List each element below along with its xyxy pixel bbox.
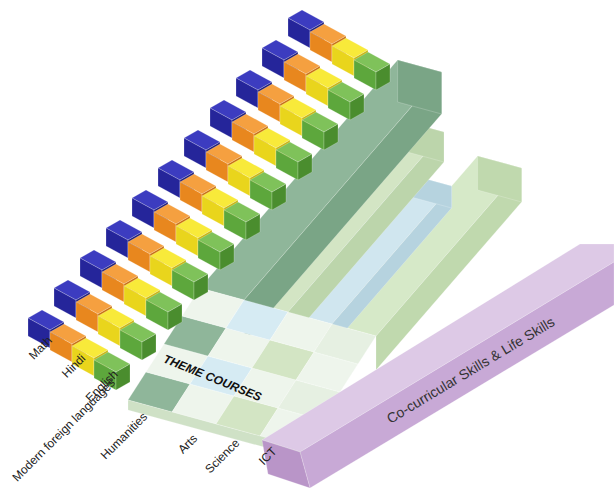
stair-front bbox=[124, 286, 146, 316]
stair-front bbox=[250, 180, 272, 210]
stair-front bbox=[102, 272, 124, 302]
stair-side bbox=[324, 124, 338, 150]
stair-front bbox=[206, 152, 228, 182]
stair-front bbox=[76, 302, 98, 332]
stair-side bbox=[168, 304, 182, 330]
stair-side bbox=[220, 244, 234, 270]
stair-front bbox=[262, 48, 284, 78]
subject-label: Math bbox=[26, 334, 55, 363]
stair-side bbox=[298, 154, 312, 180]
stair-front bbox=[354, 60, 376, 90]
stair-front bbox=[254, 136, 276, 166]
stair-front bbox=[306, 76, 328, 106]
stair-front bbox=[154, 212, 176, 242]
stair-front bbox=[288, 18, 310, 48]
stair-front bbox=[98, 316, 120, 346]
stair-front bbox=[280, 106, 302, 136]
stair-side bbox=[376, 64, 390, 90]
subject-label: Science bbox=[202, 436, 242, 476]
bar-top bbox=[262, 244, 614, 452]
stair-front bbox=[146, 300, 168, 330]
subject-label: Modern foreign languages bbox=[10, 376, 118, 484]
stair-front bbox=[180, 182, 202, 212]
stair-front bbox=[158, 168, 180, 198]
stair-front bbox=[328, 90, 350, 120]
stair-front bbox=[332, 46, 354, 76]
theme-slab bbox=[200, 60, 442, 300]
stair-front bbox=[50, 332, 72, 362]
stair-side bbox=[246, 214, 260, 240]
stair-front bbox=[172, 270, 194, 300]
slab-end bbox=[398, 60, 442, 114]
grid-cell bbox=[314, 324, 376, 364]
subject-label: Arts bbox=[176, 432, 201, 457]
bar-front bbox=[300, 262, 614, 488]
stair-front bbox=[54, 288, 76, 318]
stair-front bbox=[132, 198, 154, 228]
stair-front bbox=[120, 330, 142, 360]
stair-front bbox=[232, 122, 254, 152]
stair-front bbox=[224, 210, 246, 240]
stair-front bbox=[302, 120, 324, 150]
stair-front bbox=[258, 92, 280, 122]
stair-front bbox=[176, 226, 198, 256]
stair-front bbox=[202, 196, 224, 226]
stair-front bbox=[128, 242, 150, 272]
stair-front bbox=[210, 108, 232, 138]
stair-front bbox=[276, 150, 298, 180]
stair-side bbox=[142, 334, 156, 360]
stair-front bbox=[106, 228, 128, 258]
stair-side bbox=[194, 274, 208, 300]
stair-front bbox=[284, 62, 306, 92]
stair-front bbox=[150, 256, 172, 286]
slab-face bbox=[244, 72, 442, 342]
stair-front bbox=[184, 138, 206, 168]
stair-side bbox=[272, 184, 286, 210]
stair-front bbox=[198, 240, 220, 270]
stair-front bbox=[228, 166, 250, 196]
stair-side bbox=[350, 94, 364, 120]
slab-end bbox=[478, 156, 522, 202]
subject-label: Humanities bbox=[98, 410, 150, 462]
stair-front bbox=[310, 32, 332, 62]
stair-front bbox=[80, 258, 102, 288]
stair-front bbox=[236, 78, 258, 108]
